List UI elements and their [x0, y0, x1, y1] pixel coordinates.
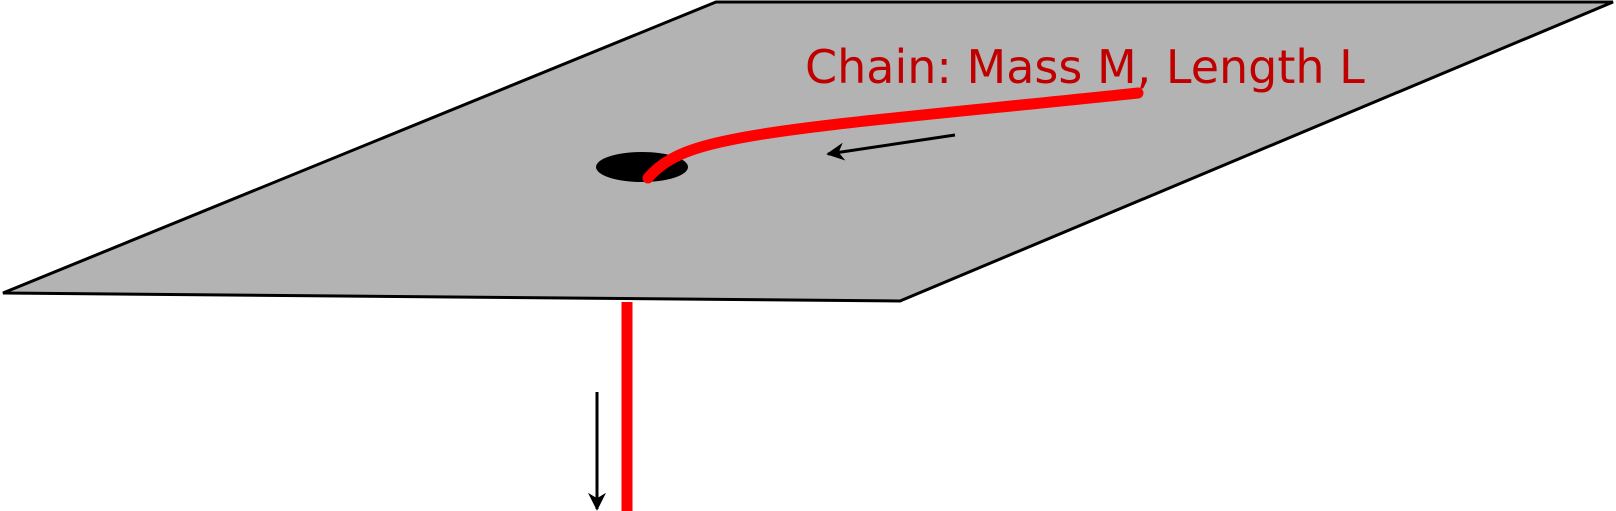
arrow-chain-sliding-icon — [826, 133, 956, 161]
chain-label: Chain: Mass M, Length L — [805, 40, 1365, 94]
chain-on-table — [642, 87, 1144, 184]
table-plane — [2, 0, 1614, 303]
